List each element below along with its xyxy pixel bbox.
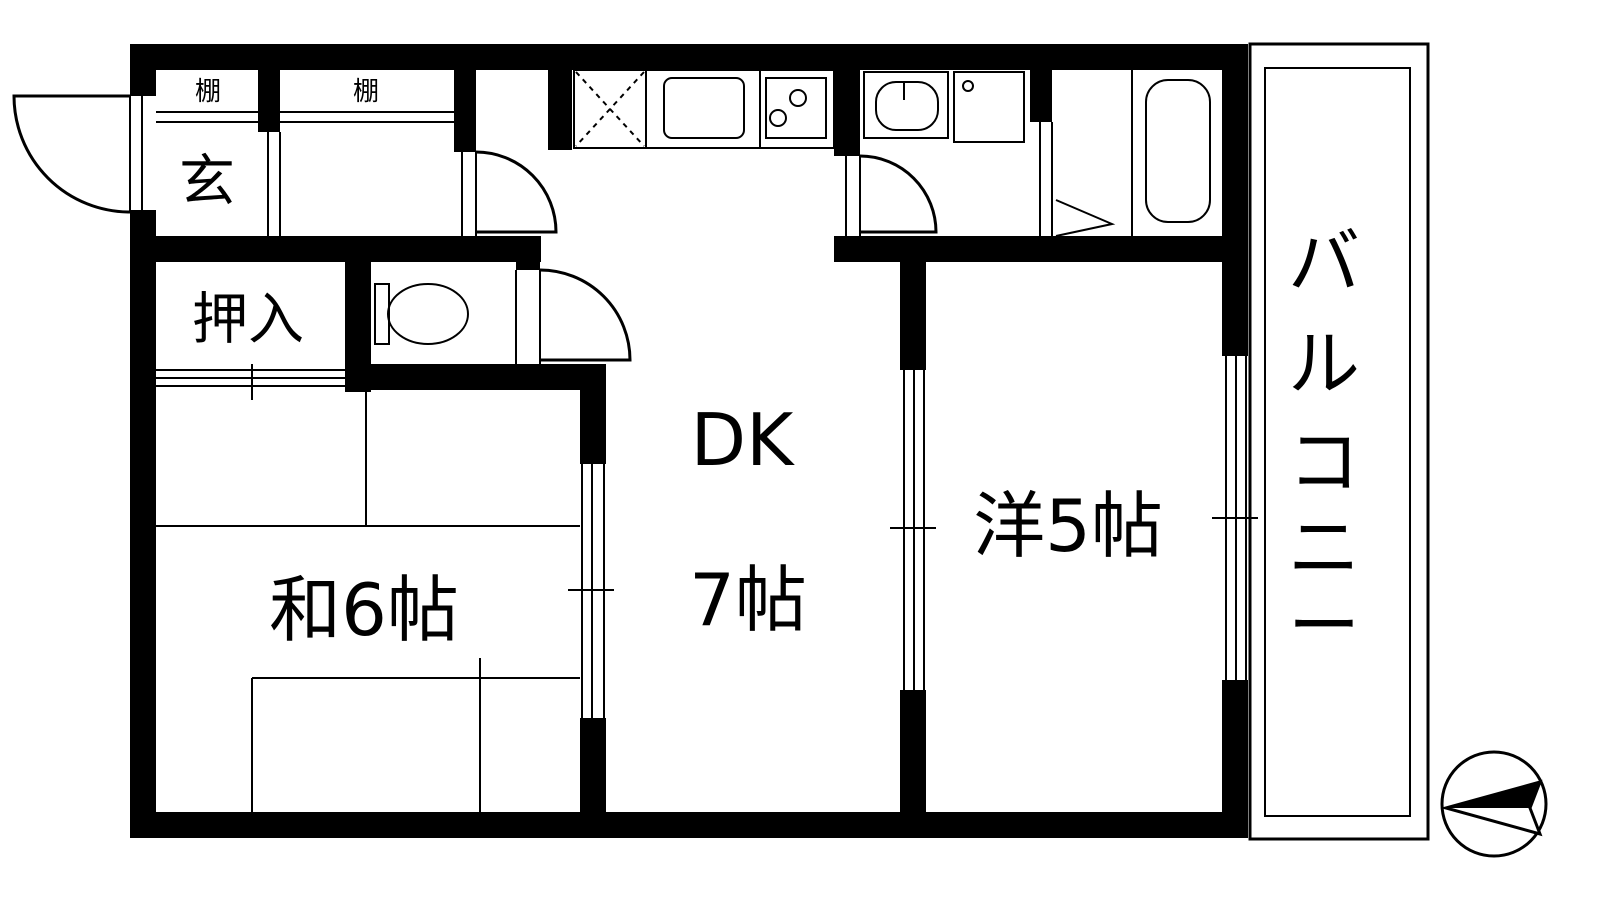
door-swings <box>12 94 1116 362</box>
sliding-doors <box>568 356 1258 718</box>
shelf-right-label: 棚 <box>353 77 379 107</box>
yoshitsu-label: 洋5帖 <box>973 484 1163 568</box>
balcony-char-5: ー <box>1288 584 1360 668</box>
bath-fixtures <box>863 71 1211 223</box>
balcony <box>1248 42 1430 841</box>
room-labels: 棚 棚 玄 押入 和6帖 DK 7帖 洋5帖 <box>179 77 1163 652</box>
toilet-fixture <box>374 283 469 345</box>
shelf-left-label: 棚 <box>195 77 221 107</box>
tatami-lines <box>156 390 580 812</box>
balcony-label: バ ル コ ニ ー <box>1288 220 1360 668</box>
balcony-char-4: ニ <box>1288 506 1360 590</box>
kitchen-fixtures <box>573 69 835 149</box>
outer-walls <box>130 44 1248 838</box>
dk-size-label: 7帖 <box>689 558 807 642</box>
dk-label: DK <box>691 398 795 482</box>
closet-label: 押入 <box>192 288 304 353</box>
north-arrow-icon <box>1440 750 1548 858</box>
interior-walls <box>156 70 1224 812</box>
balcony-char-2: ル <box>1288 322 1360 406</box>
entrance-label: 玄 <box>179 150 235 215</box>
thin-partitions <box>156 70 1133 400</box>
washitsu-label: 和6帖 <box>269 568 459 652</box>
balcony-char-1: バ <box>1288 220 1360 304</box>
balcony-char-3: コ <box>1288 420 1360 504</box>
